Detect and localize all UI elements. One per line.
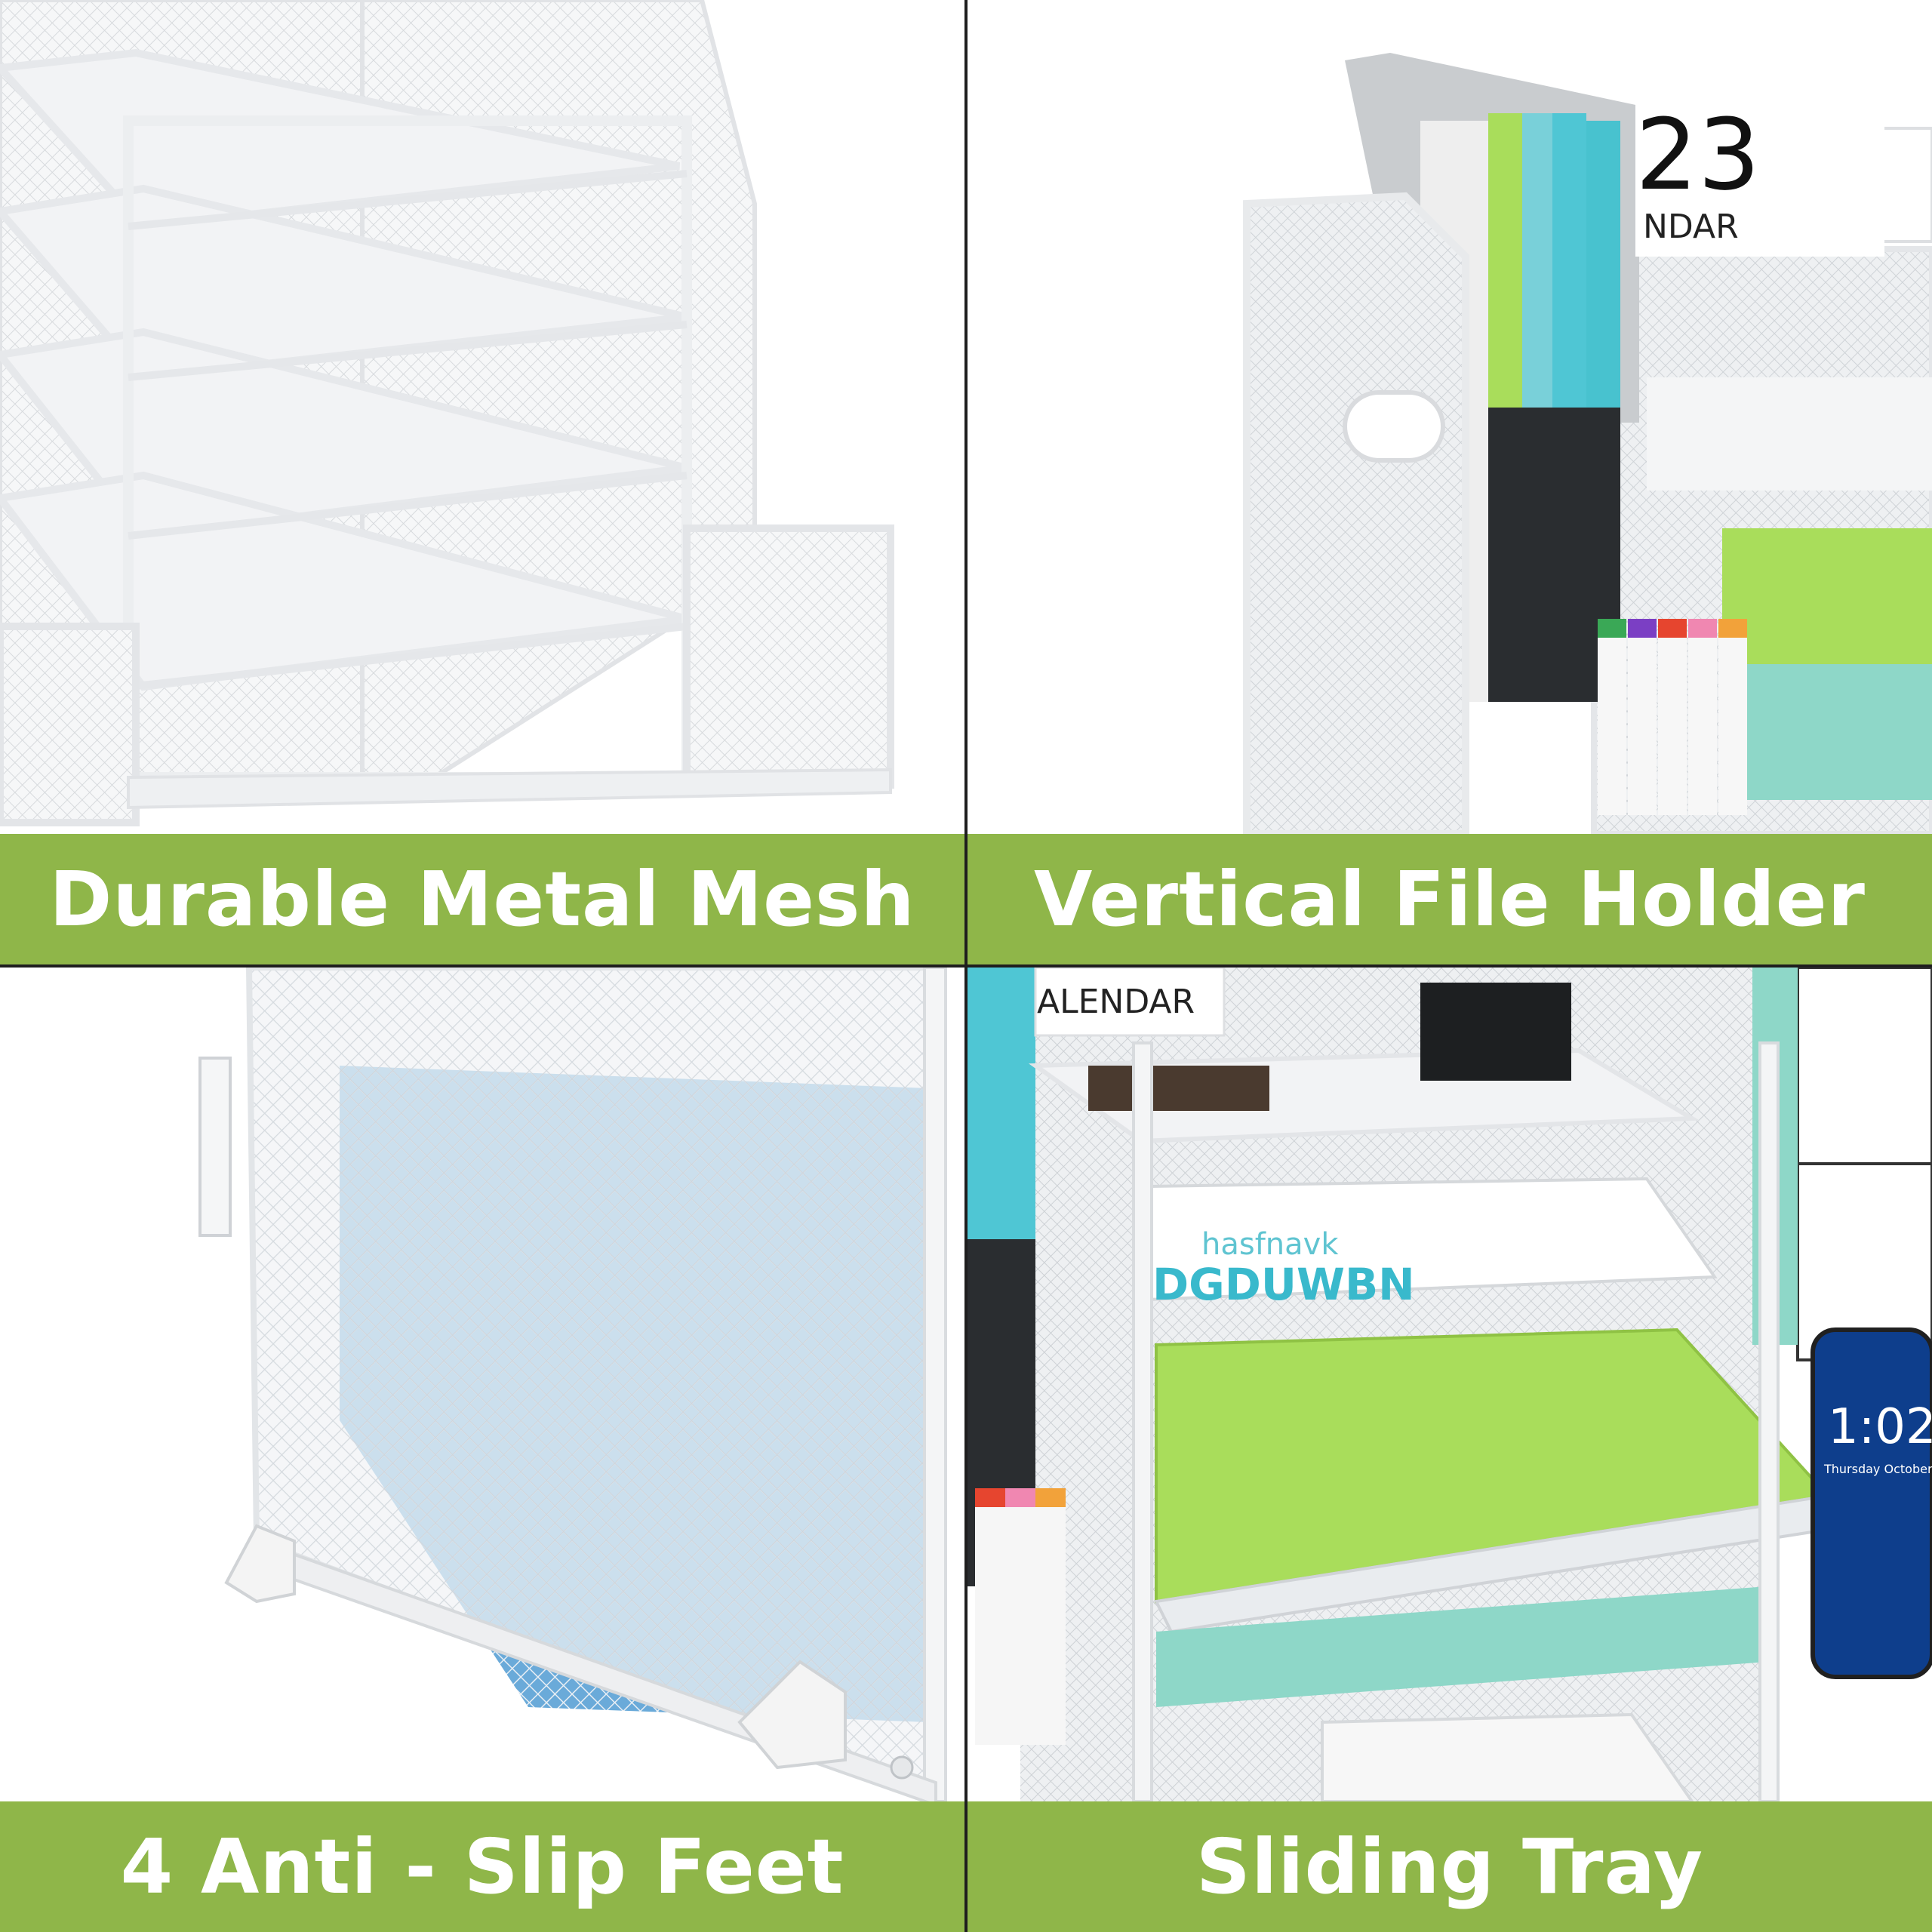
caption-band: Sliding Tray	[968, 1801, 1932, 1932]
phone-date-text: Thursday October 22	[1823, 1462, 1932, 1476]
panel-durable-metal-mesh: Durable Metal Mesh	[0, 0, 964, 964]
calendar-word-text: NDAR	[1643, 208, 1739, 246]
caption-text: 4 Anti - Slip Feet	[120, 1823, 844, 1911]
notebook-title-text: DGDUWBN	[1152, 1259, 1415, 1310]
calendar-word-text: ALENDAR	[1037, 983, 1195, 1021]
calendar-year-text: 23	[1635, 97, 1760, 212]
caption-band: Durable Metal Mesh	[0, 834, 964, 964]
phone-time-text: 1:02	[1828, 1399, 1932, 1455]
panel-anti-slip-feet: 4 Anti - Slip Feet	[0, 968, 964, 1932]
notebook-brand-text: hasfnavk	[1201, 1227, 1339, 1262]
anti-slip-foot	[224, 1524, 296, 1604]
caption-text: Vertical File Holder	[1034, 855, 1866, 943]
caption-band: Vertical File Holder	[968, 834, 1932, 964]
photo-sliding-tray: ALENDAR hasfnavk DGDUWBN 1:02 Thursday O…	[968, 968, 1932, 1801]
anti-slip-foot	[737, 1660, 847, 1770]
photo-anti-slip-feet	[0, 968, 964, 1801]
photo-file-holder: 23 NDAR	[968, 0, 1932, 834]
photo-mesh-organizer	[0, 0, 964, 834]
caption-text: Durable Metal Mesh	[49, 855, 915, 943]
panel-sliding-tray: ALENDAR hasfnavk DGDUWBN 1:02 Thursday O…	[968, 968, 1932, 1932]
panel-vertical-file-holder: 23 NDAR	[968, 0, 1932, 964]
caption-band: 4 Anti - Slip Feet	[0, 1801, 964, 1932]
caption-text: Sliding Tray	[1195, 1823, 1704, 1911]
